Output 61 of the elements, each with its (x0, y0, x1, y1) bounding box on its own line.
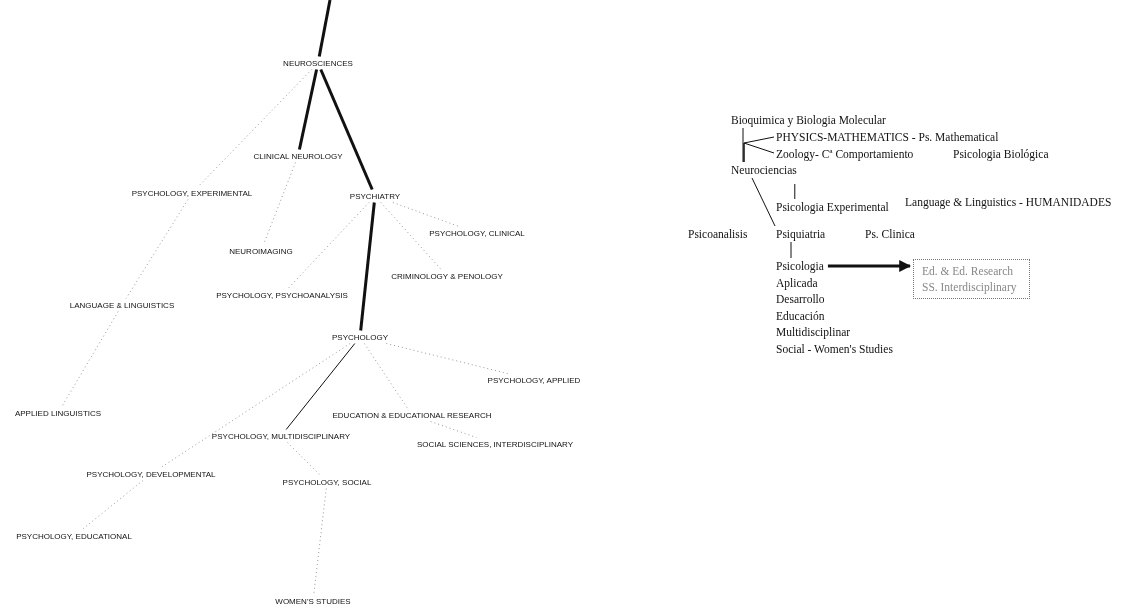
term-label: Neurociencias (731, 164, 797, 176)
subject-label: PSYCHOLOGY, MULTIDISCIPLINARY (211, 431, 351, 441)
term-label: Ps. Clinica (865, 228, 915, 240)
subject-label: SOCIAL SCIENCES, INTERDISCIPLINARY (417, 439, 573, 449)
term-label: Psicologia Biológica (953, 148, 1049, 160)
subject-label: PSYCHIATRY (349, 191, 401, 201)
connector-line (125, 199, 189, 299)
arrow (827, 260, 912, 272)
connector-line (385, 343, 509, 374)
term-label: Social - Women's Studies (776, 343, 893, 355)
connector-line (61, 311, 119, 407)
connector-line (790, 241, 792, 259)
connector-line (359, 202, 376, 331)
connector-line (319, 68, 374, 191)
connector-line (317, 0, 332, 57)
subject-label: NEUROIMAGING (229, 246, 293, 256)
connector-line (313, 488, 327, 595)
subject-label: EDUCATION & EDUCATIONAL RESEARCH (332, 410, 492, 420)
subject-label: NEUROSCIENCES (283, 58, 353, 68)
connector-line (363, 343, 409, 409)
connector-line (285, 343, 356, 430)
term-label: Bioquimica y Biologia Molecular (731, 114, 886, 126)
connector-line (380, 202, 442, 270)
connector-line (287, 202, 370, 289)
subject-label: PSYCHOLOGY, SOCIAL (282, 477, 372, 487)
info-box (913, 259, 1030, 299)
box-text: Ed. & Ed. Research (922, 264, 1014, 279)
term-label: Psicologia (776, 260, 824, 272)
subject-label: PSYCHOLOGY, CLINICAL (429, 228, 525, 238)
term-label: Educación (776, 310, 825, 322)
connector-line (160, 343, 351, 468)
term-label: Multidisciplinar (776, 326, 851, 338)
term-label: Desarrollo (776, 293, 825, 305)
term-label: Psicologia Experimental (776, 201, 889, 213)
subject-label: CRIMINOLOGY & PENOLOGY (391, 271, 503, 281)
subject-label: LANGUAGE & LINGUISTICS (69, 300, 175, 310)
subject-label: PSYCHOLOGY, DEVELOPMENTAL (86, 469, 216, 479)
connector-line (263, 162, 296, 245)
subject-label: APPLIED LINGUISTICS (14, 408, 102, 418)
subject-label: PSYCHOLOGY (332, 332, 388, 342)
term-label: Zoology- Cª Comportamiento (776, 148, 914, 160)
connector-line (794, 183, 796, 200)
connector-line (297, 69, 319, 150)
connector-line (392, 202, 460, 227)
term-label: Psicoanalisis (688, 228, 748, 240)
subject-label: PSYCHOLOGY, PSYCHOANALYSIS (216, 290, 348, 300)
connector-line (743, 142, 775, 163)
subject-label: CLINICAL NEUROLOGY (253, 151, 343, 161)
connector-line (742, 127, 744, 163)
subject-label: PSYCHOLOGY, APPLIED (487, 375, 581, 385)
term-label: Language & Linguistics - HUMANIDADES (905, 196, 1112, 208)
subject-label: PSYCHOLOGY, EDUCATIONAL (16, 531, 132, 541)
connector-line (751, 177, 776, 227)
box-text: SS. Interdisciplinary (922, 280, 1017, 295)
subject-label: WOMEN'S STUDIES (275, 596, 351, 606)
connector-line (197, 69, 313, 187)
term-label: Psiquiatria (776, 228, 826, 240)
connector-line (81, 480, 144, 530)
subject-label: PSYCHOLOGY, EXPERIMENTAL (131, 188, 253, 198)
term-label: PHYSICS-MATHEMATICS - Ps. Mathematical (776, 131, 999, 143)
term-label: Aplicada (776, 277, 818, 289)
